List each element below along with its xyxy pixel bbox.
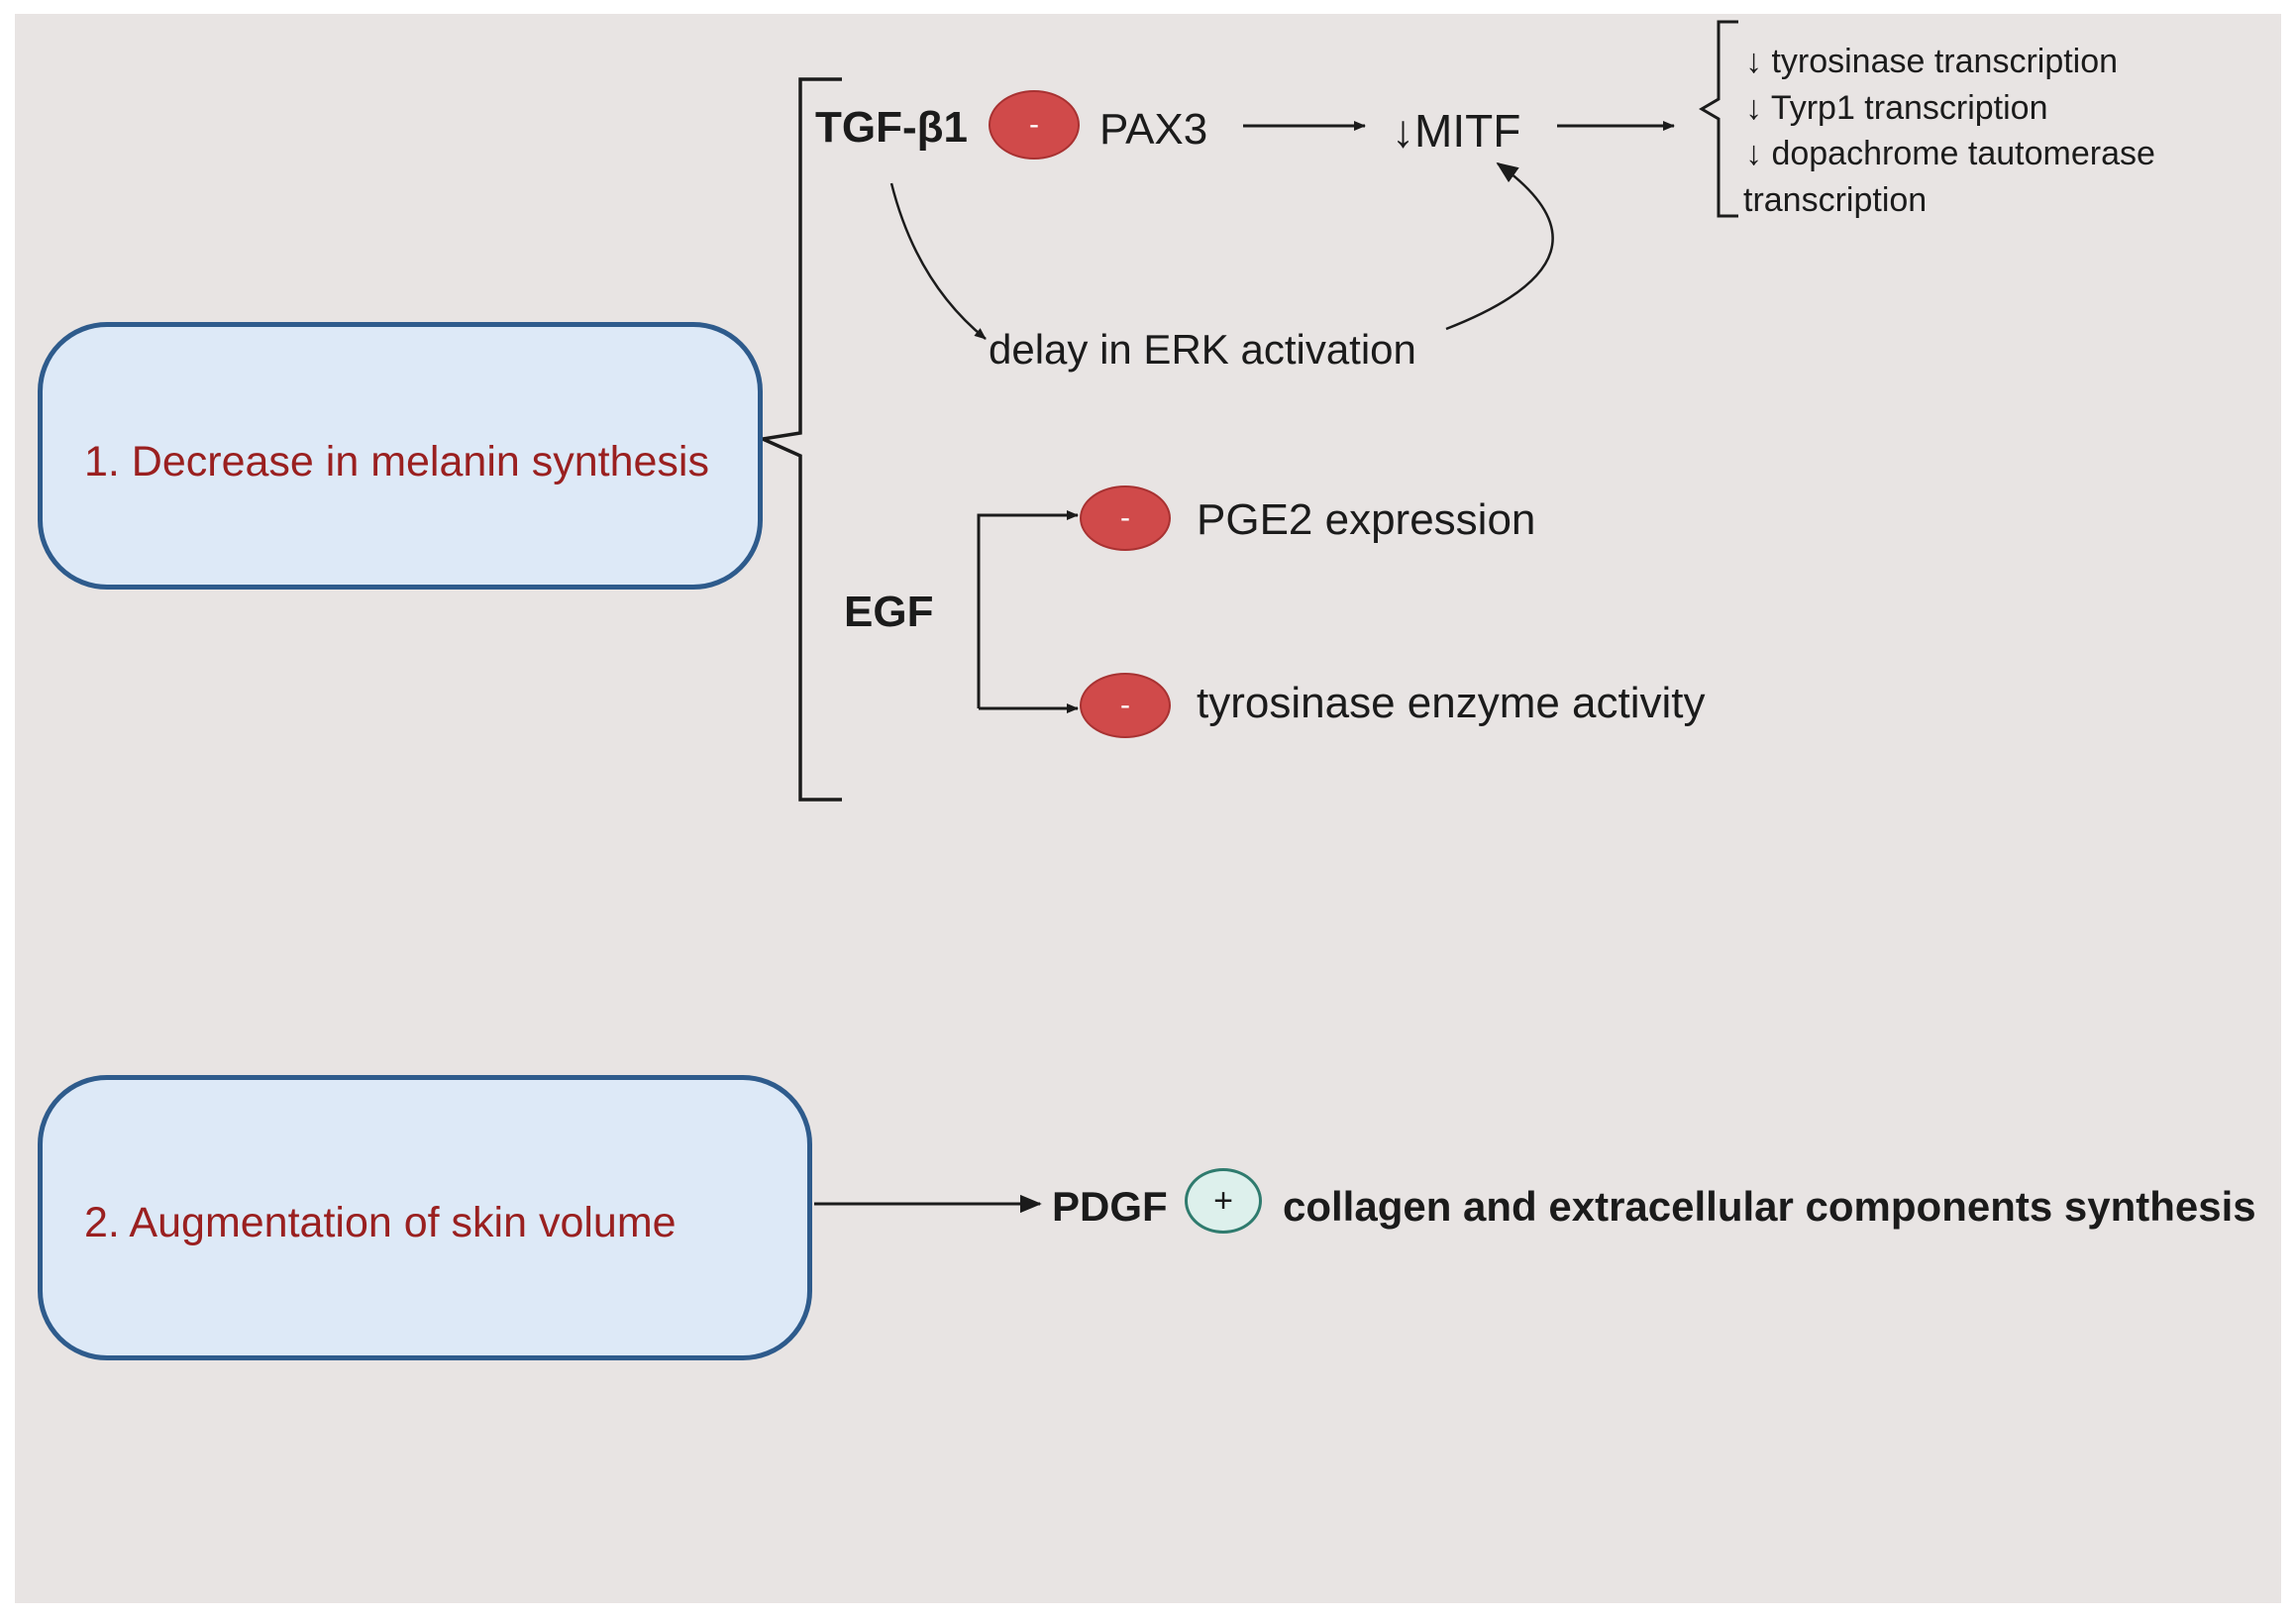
outcome-tyrosinase: ↓ tyrosinase transcription: [1745, 43, 2119, 80]
outcomes-bracket: [1699, 20, 1738, 218]
background-panel: [15, 14, 2281, 1603]
pge2-label: PGE2 expression: [1197, 495, 1536, 544]
egf-label: EGF: [844, 588, 934, 636]
pge2-inhibit-symbol: -: [1080, 485, 1171, 551]
pdgf-stimulate-symbol: +: [1185, 1168, 1262, 1234]
skin-volume-label: 2. Augmentation of skin volume: [84, 1199, 677, 1246]
melanin-synthesis-label: 1. Decrease in melanin synthesis: [84, 438, 709, 485]
melanin-synthesis-box: [38, 322, 763, 590]
tyrosinase-inhibit-symbol: -: [1080, 673, 1171, 738]
skin-volume-box: [38, 1075, 812, 1360]
erk-delay-label: delay in ERK activation: [989, 326, 1416, 373]
mitf-label: ↓MITF: [1392, 105, 1521, 157]
egf-fork-to-pge2: [977, 510, 1079, 708]
arrow-tgf-to-erk-delay: [889, 182, 987, 340]
pax3-label: PAX3: [1099, 105, 1208, 154]
section1-group-bracket: [756, 77, 842, 802]
outcome-dopachrome: ↓ dopachrome tautomerase: [1745, 135, 2155, 172]
tyrosinase-activity-label: tyrosinase enzyme activity: [1197, 679, 1706, 727]
tgf-beta1-label: TGF-β1: [815, 103, 968, 152]
outcome-tyrp1: ↓ Tyrp1 transcription: [1745, 89, 2048, 127]
arrow-erk-delay-to-mitf: [1445, 162, 1554, 331]
outcome-transcription: transcription: [1743, 181, 1928, 219]
tgf-inhibit-symbol: -: [989, 90, 1080, 160]
pdgf-label: PDGF: [1052, 1183, 1168, 1230]
collagen-synthesis-label: collagen and extracellular components sy…: [1283, 1183, 2256, 1230]
